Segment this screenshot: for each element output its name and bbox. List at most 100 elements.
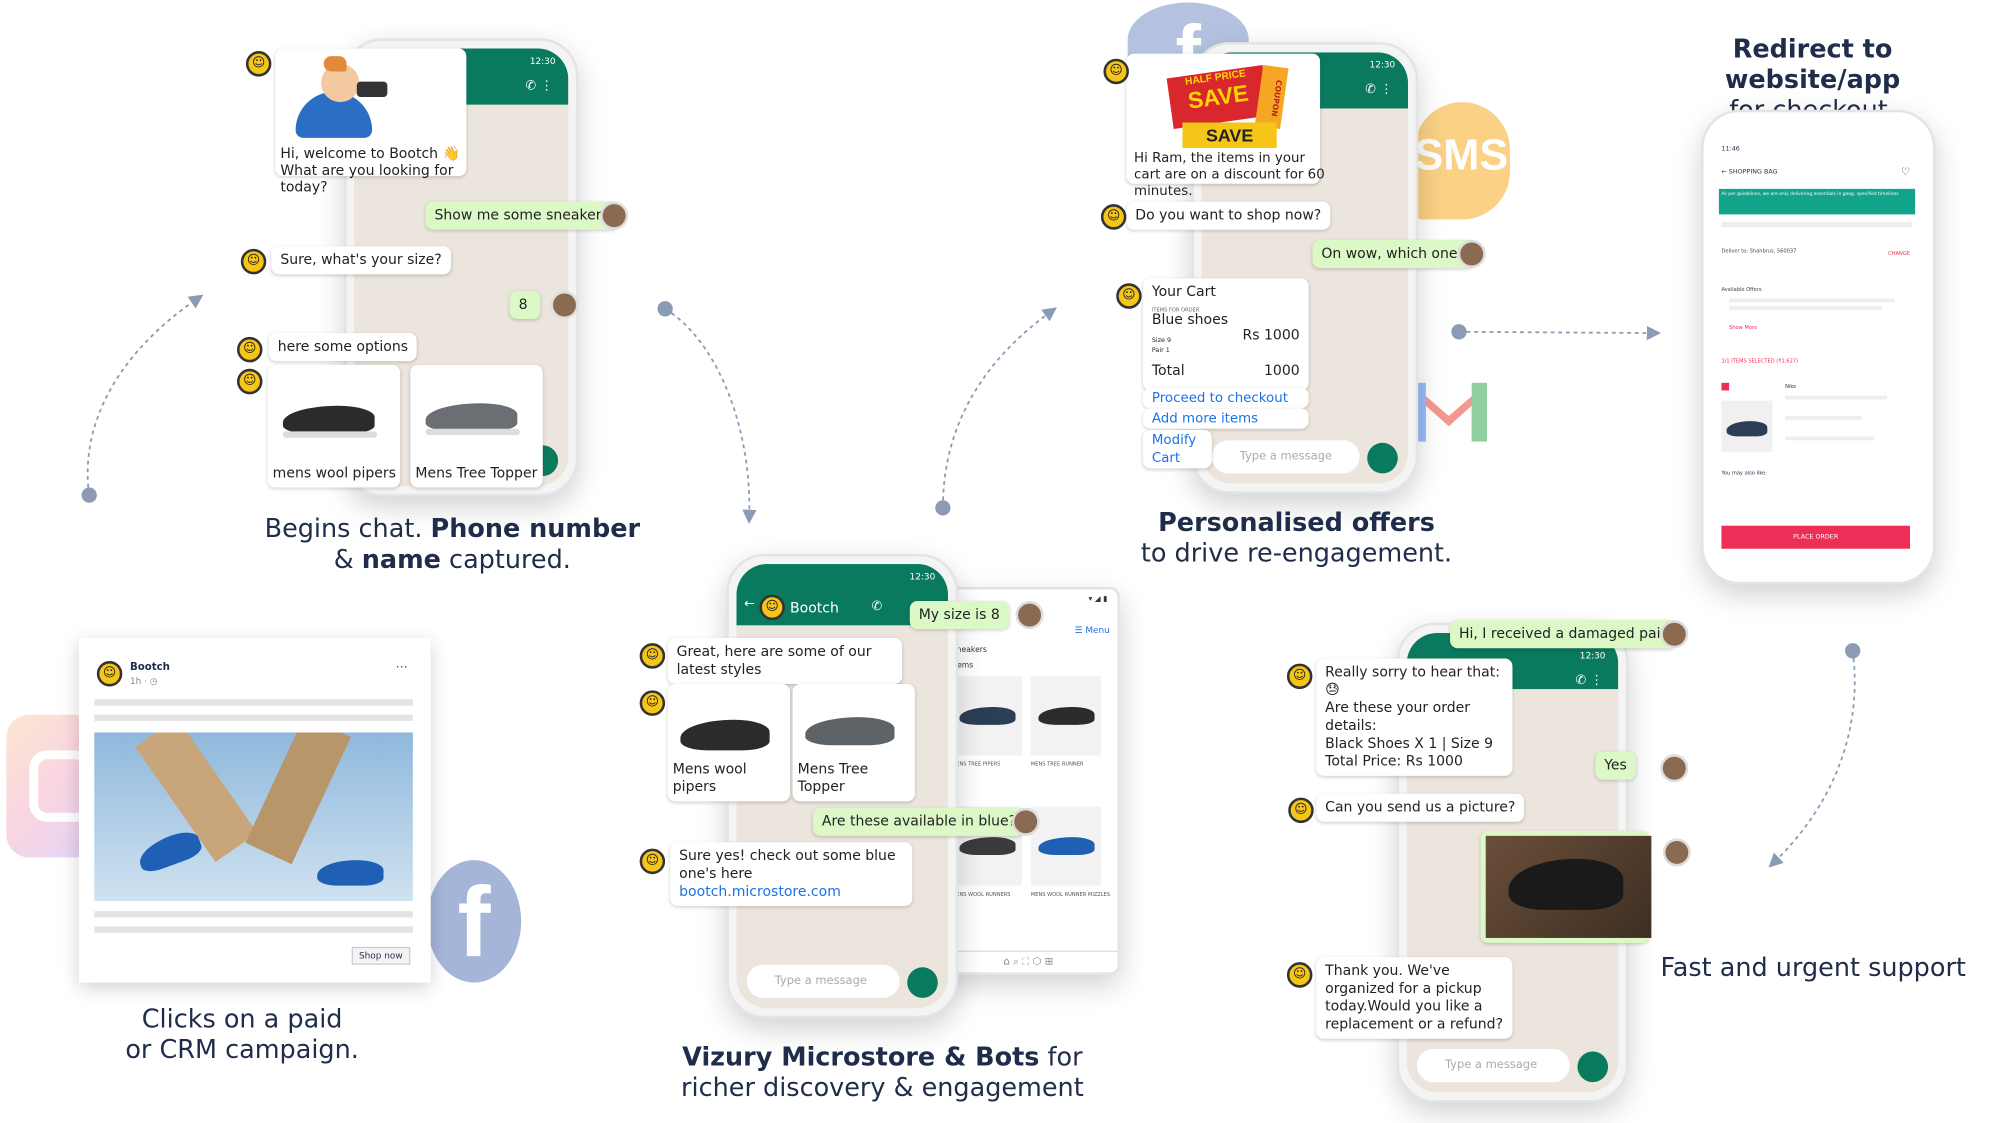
bot-avatar: ☺ (1116, 283, 1142, 309)
arrow-checkout-to-support (1768, 650, 1856, 868)
product-tile[interactable] (1030, 676, 1101, 756)
bot-avatar: ☺ (1286, 962, 1313, 988)
arrow-chat-to-microstore (664, 308, 757, 524)
user-message: Hi, I received a damaged pair (1450, 620, 1676, 649)
shoe-image (805, 717, 895, 746)
product-name: Mens wool pipers (672, 760, 747, 796)
status-bar: ▾ ◢ ▮ (1088, 594, 1108, 604)
product-card[interactable]: Mens wool pipers (667, 683, 791, 802)
place-order-button[interactable]: PLACE ORDER (1721, 525, 1911, 549)
add-items-button[interactable]: Add more items (1142, 408, 1309, 429)
user-avatar (600, 201, 629, 230)
bot-avatar: ☺ (639, 848, 666, 875)
user-avatar (1015, 601, 1044, 630)
ad-brand: Bootch (129, 661, 170, 673)
user-message: Yes (1595, 751, 1636, 780)
gmail-icon (1408, 370, 1491, 444)
ad-meta: 1h · ◷ (129, 676, 158, 687)
microstore-link[interactable]: bootch.microstore.com (679, 883, 841, 900)
more-options-icon[interactable]: ··· (395, 661, 408, 676)
damaged-shoe-photo[interactable] (1480, 830, 1652, 944)
bot-avatar: ☺ (1103, 58, 1129, 85)
arrow-campaign-to-chat (86, 294, 204, 496)
modify-cart-button[interactable]: Modify Cart (1142, 430, 1212, 469)
cart-card: Your Cart ITEMS FOR ORDER Blue shoes Rs … (1142, 278, 1309, 391)
back-icon[interactable]: ← (744, 597, 755, 612)
wishlist-icon[interactable]: ♡ (1900, 165, 1911, 178)
facebook-icon: f (426, 860, 522, 983)
cart-total-label: Total (1151, 362, 1185, 380)
status-time: 12:30 (1579, 650, 1606, 662)
bot-message: Sure yes! check out some blue one's here… (670, 842, 913, 907)
bot-message: Sure, what's your size? (271, 246, 451, 275)
bot-avatar: ☺ (237, 336, 263, 363)
product-tile[interactable] (951, 676, 1022, 756)
bot-message: Can you send us a picture? (1316, 793, 1525, 822)
call-icon[interactable]: ✆ ⋮ (1365, 82, 1393, 97)
user-avatar (1660, 754, 1689, 783)
product-card[interactable]: Mens Tree Topper (792, 683, 915, 802)
user-message: On wow, which one? (1312, 239, 1474, 268)
message-input[interactable]: Type a message (1211, 440, 1360, 474)
status-time: 12:30 (1369, 59, 1396, 71)
change-address-button[interactable]: CHANGE (1888, 250, 1911, 257)
cart-item: Blue shoes (1151, 311, 1229, 328)
shop-now-button[interactable]: Shop now (351, 946, 411, 965)
user-message: 8 (509, 290, 541, 320)
bot-avatar: ☺ (639, 643, 666, 669)
product-tile[interactable] (1030, 806, 1101, 886)
phone-microstore-web: ▾ ◢ ▮ ☰ Menu Sneakers Items MENS TREE PI… (936, 587, 1121, 975)
coupon-image: HALF PRICE SAVE COUPON SAVE (1166, 61, 1289, 149)
proceed-checkout-button[interactable]: Proceed to checkout (1142, 387, 1309, 409)
caption-begins-chat: Begins chat. Phone number & name capture… (264, 512, 641, 575)
show-more-link[interactable]: Show More (1729, 324, 1758, 331)
brand-avatar: ☺ (96, 661, 123, 687)
bot-avatar: ☺ (759, 594, 785, 621)
message-input[interactable]: Type a message (1416, 1048, 1570, 1083)
offer-text: Hi Ram, the items in your cart are on a … (1134, 150, 1325, 200)
cart-total: 1000 (1264, 362, 1300, 380)
arrow-microstore-to-offers (942, 307, 1058, 508)
item-checkbox[interactable] (1721, 382, 1730, 391)
bottom-nav[interactable]: ⌂ ⌕ ⛶ ⬡ ⊞ (939, 950, 1118, 973)
product-name: Mens Tree Topper (797, 760, 869, 796)
caption-paid-campaign: Clicks on a paid or CRM campaign. (125, 1003, 359, 1065)
status-time: 12:30 (529, 56, 556, 67)
mic-icon[interactable] (907, 967, 938, 998)
call-icon[interactable]: ✆ ⋮ (525, 79, 554, 94)
mic-icon[interactable] (1367, 442, 1398, 474)
call-icon[interactable]: ✆ ⋮ (1575, 673, 1603, 688)
shoe-image (282, 405, 375, 434)
bag-header[interactable]: ← SHOPPING BAG (1721, 168, 1778, 177)
shoe-image (680, 719, 770, 751)
bot-avatar: ☺ (1288, 797, 1314, 824)
user-avatar (1660, 620, 1689, 649)
message-input[interactable]: Type a message (746, 964, 900, 998)
product-name: Mens Tree Topper (415, 464, 538, 482)
caption-support: Fast and urgent support (1660, 951, 1966, 983)
welcome-message: Hi, welcome to Bootch 👋 What are you loo… (275, 48, 467, 195)
user-message: Are these available in blue? (812, 807, 1025, 836)
bot-avatar: ☺ (237, 368, 263, 395)
product-card[interactable]: mens wool pipers (267, 364, 401, 488)
ad-card[interactable]: ☺ Bootch 1h · ◷ ··· Shop now (79, 638, 431, 983)
mic-icon[interactable] (1577, 1051, 1609, 1083)
bot-message: here some options (268, 333, 417, 362)
caption-personalised-offers: Personalised offers to drive re-engageme… (1140, 506, 1453, 568)
product-name: mens wool pipers (272, 464, 396, 482)
offer-message: HALF PRICE SAVE COUPON SAVE Hi Ram, the … (1126, 53, 1325, 199)
bot-avatar: ☺ (1100, 204, 1127, 230)
bot-avatar: ☺ (1286, 663, 1313, 690)
cart-title: Your Cart (1151, 283, 1216, 300)
product-card[interactable]: Mens Tree Topper (410, 364, 543, 488)
call-icon[interactable]: ✆ (871, 599, 883, 614)
bot-message: Do you want to shop now? (1126, 201, 1331, 230)
bot-message: Thank you. We've organized for a pickup … (1316, 957, 1513, 1039)
arrow-offers-to-checkout (1458, 325, 1662, 341)
user-message: Show me some sneakers (425, 201, 618, 230)
menu-button[interactable]: ☰ Menu (1074, 625, 1110, 636)
ad-image (94, 732, 413, 901)
shoe-image (425, 403, 518, 432)
